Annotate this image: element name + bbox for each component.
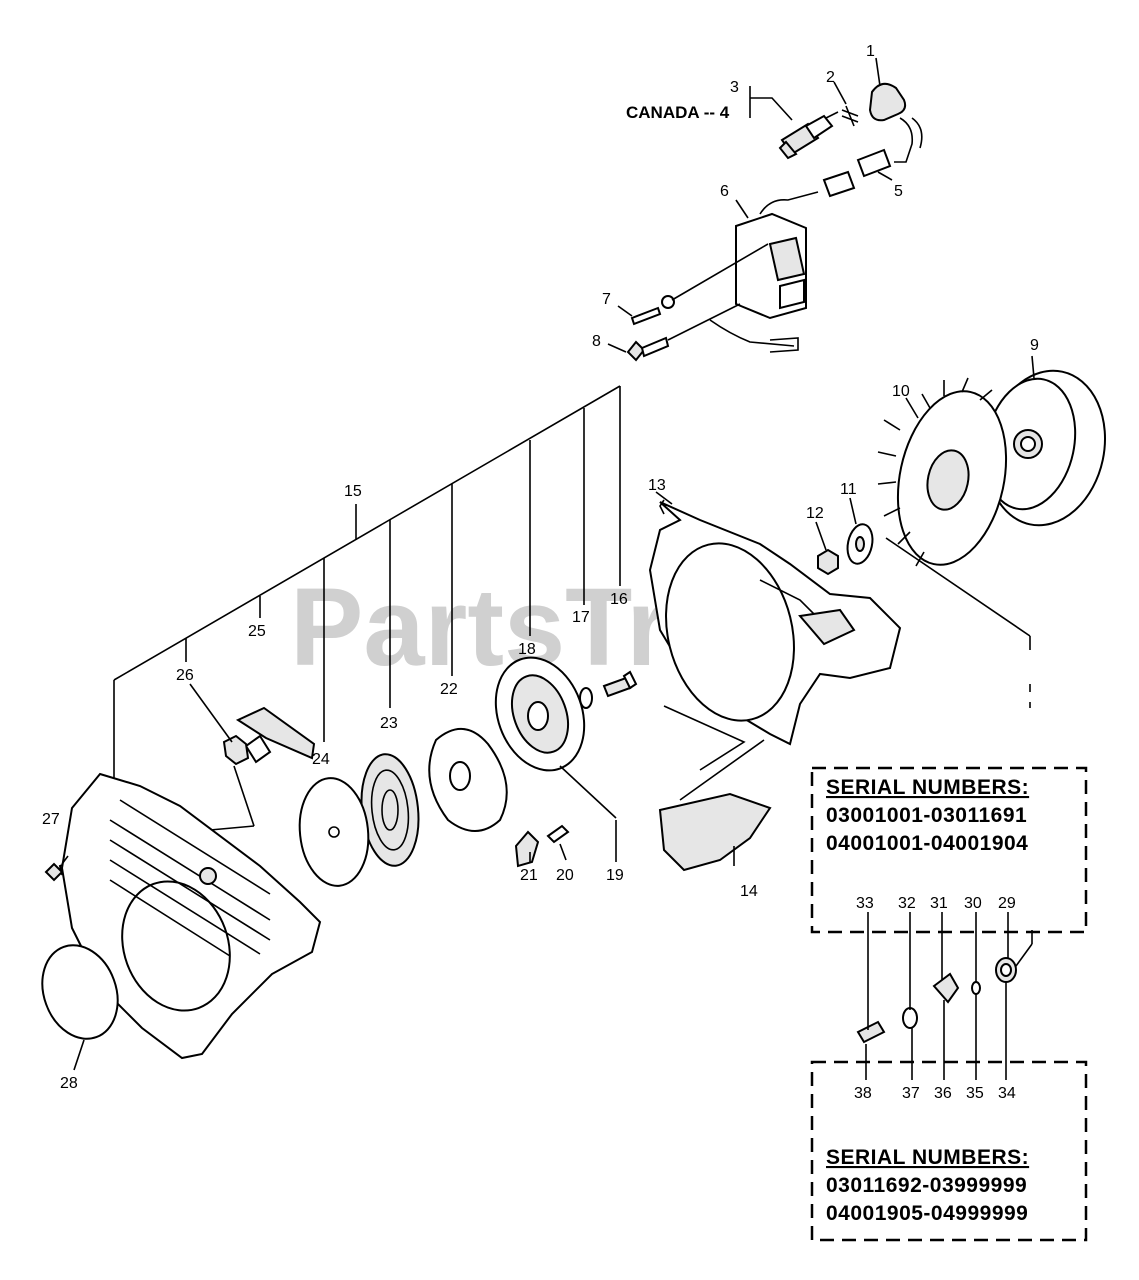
part-12-nut [817,548,839,576]
part-labels: 1 2 3 5 6 7 8 9 10 11 12 13 14 15 16 17 … [42,43,1039,1102]
part-9-rotor [983,369,1107,527]
label-7: 7 [602,291,611,308]
part-21-ratchet [514,830,540,868]
serial-bottom-range-1: 03011692-03999999 [826,1174,1027,1197]
part-25-starter-handle [235,706,316,764]
part-32-washer [902,1007,918,1029]
serial-top-range-2: 04001001-04001904 [826,832,1028,855]
label-27: 27 [42,811,60,828]
label-28: 28 [60,1075,78,1092]
part-6-ignition-coil [709,191,819,353]
label-6: 6 [720,183,729,200]
serial-top-title: SERIAL NUMBERS: [826,776,1029,799]
part-33-bolt [856,1020,886,1044]
serial-bottom-title: SERIAL NUMBERS: [826,1146,1029,1169]
label-19: 19 [606,867,624,884]
starter-case [60,772,322,1060]
part-8-bolt [626,303,741,362]
label-13: 13 [648,477,666,494]
label-38: 38 [854,1085,872,1102]
part-1-plug-cap [868,82,923,163]
part-14-guide-plate [658,705,772,872]
label-5: 5 [894,183,903,200]
part-19-rope [559,765,617,819]
part-11-washer [846,523,874,565]
part-17-washer [579,687,593,709]
label-22: 22 [440,681,458,698]
label-12: 12 [806,505,824,522]
leader-lines [61,57,1035,1080]
label-18: 18 [518,641,536,658]
label-8: 8 [592,333,601,350]
part-16-bolt [602,670,638,698]
label-26: 26 [176,667,194,684]
label-9: 9 [1030,337,1039,354]
label-10: 10 [892,383,910,400]
serial-top-range-1: 03001001-03011691 [826,804,1027,827]
label-24: 24 [312,751,330,768]
label-17: 17 [572,609,590,626]
label-2: 2 [826,69,835,86]
label-25: 25 [248,623,266,640]
label-34: 34 [998,1085,1016,1102]
part-30-washer [971,981,981,995]
serial-box-bottom [810,1060,1088,1242]
label-23: 23 [380,715,398,732]
part-26-grommet [209,734,255,831]
serial-box-top [810,766,1088,934]
label-1: 1 [866,43,875,60]
label-32: 32 [898,895,916,912]
part-18-reel [494,656,586,772]
part-7-screw [630,243,769,326]
label-37: 37 [902,1085,920,1102]
label-21: 21 [520,867,538,884]
canada-label: CANADA -- 4 [626,103,730,122]
part-31-pawl [932,972,960,1004]
label-3: 3 [730,79,739,96]
part-3-spark-plug [778,111,839,160]
part-15-bracket [113,385,621,786]
part-10-flywheel-fan [877,377,1008,567]
part-29-nut [995,957,1017,983]
part-13-fan-housing [648,499,902,746]
label-11: 11 [840,481,857,498]
label-29: 29 [998,895,1016,912]
label-16: 16 [610,591,628,608]
part-20-screw [546,824,570,844]
label-33: 33 [856,895,874,912]
label-14: 14 [740,883,758,900]
part-2-terminal [841,105,859,127]
part-24-disc [298,777,370,887]
label-15: 15 [344,483,362,500]
part-5-hose [822,148,892,198]
part-28-ring [41,944,119,1040]
label-20: 20 [556,867,574,884]
part-22-plate [428,727,508,832]
label-30: 30 [964,895,982,912]
serial-bottom-range-2: 04001905-04999999 [826,1202,1028,1225]
label-31: 31 [930,895,948,912]
label-36: 36 [934,1085,952,1102]
label-35: 35 [966,1085,984,1102]
